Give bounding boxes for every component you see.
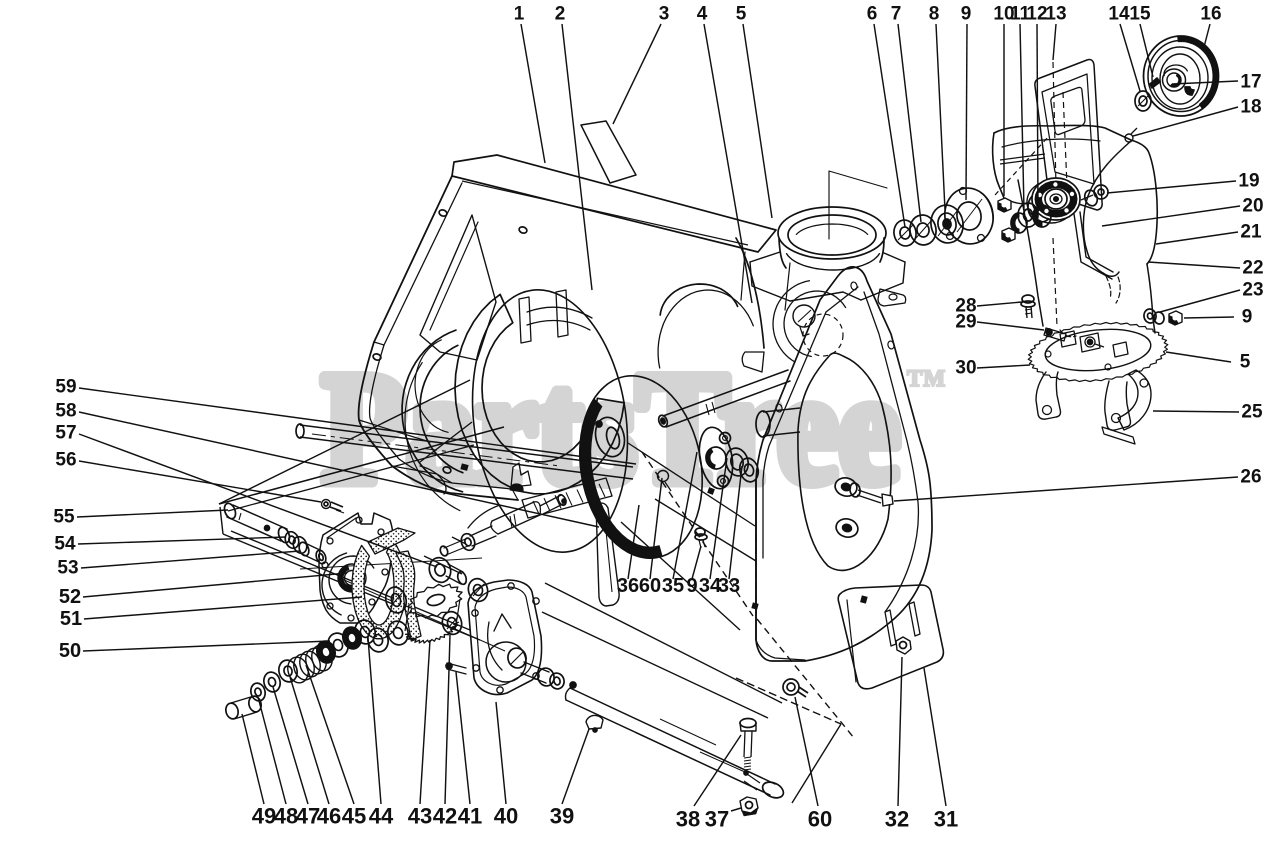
svg-text:46: 46 <box>317 804 341 829</box>
svg-text:30: 30 <box>955 358 976 379</box>
svg-text:32: 32 <box>885 807 909 832</box>
svg-text:23: 23 <box>1242 280 1263 301</box>
svg-text:34: 34 <box>699 575 722 597</box>
svg-text:45: 45 <box>342 804 366 829</box>
svg-text:9: 9 <box>686 575 697 597</box>
svg-text:35: 35 <box>662 575 684 597</box>
svg-text:60: 60 <box>639 575 661 597</box>
svg-text:57: 57 <box>55 423 76 444</box>
svg-text:3: 3 <box>659 4 670 25</box>
svg-text:5: 5 <box>736 4 747 25</box>
svg-text:31: 31 <box>934 807 958 832</box>
svg-text:36: 36 <box>617 575 639 597</box>
svg-text:19: 19 <box>1238 171 1259 192</box>
svg-text:9: 9 <box>1242 307 1253 328</box>
svg-text:47: 47 <box>296 804 320 829</box>
svg-text:13: 13 <box>1045 4 1066 25</box>
svg-text:12: 12 <box>1026 4 1047 25</box>
svg-text:40: 40 <box>494 804 518 829</box>
svg-text:51: 51 <box>60 608 82 630</box>
svg-text:1: 1 <box>514 4 525 25</box>
svg-text:11: 11 <box>1010 4 1031 25</box>
svg-text:52: 52 <box>59 586 81 608</box>
svg-text:7: 7 <box>891 4 902 25</box>
svg-text:16: 16 <box>1200 4 1221 25</box>
svg-text:55: 55 <box>53 507 75 528</box>
svg-text:6: 6 <box>867 4 878 25</box>
svg-text:29: 29 <box>955 312 976 333</box>
svg-text:33: 33 <box>718 575 740 597</box>
svg-text:50: 50 <box>59 640 81 662</box>
svg-text:PartsTree: PartsTree <box>322 341 900 516</box>
svg-text:14: 14 <box>1108 4 1130 25</box>
svg-text:TM: TM <box>907 366 946 391</box>
svg-text:38: 38 <box>676 807 700 832</box>
svg-text:56: 56 <box>55 450 76 471</box>
svg-text:2: 2 <box>555 4 566 25</box>
svg-text:58: 58 <box>55 401 76 422</box>
svg-text:43: 43 <box>408 804 432 829</box>
svg-text:10: 10 <box>993 4 1014 25</box>
svg-text:42: 42 <box>433 804 457 829</box>
svg-text:18: 18 <box>1240 97 1261 118</box>
svg-text:9: 9 <box>961 4 972 25</box>
svg-text:48: 48 <box>274 804 298 829</box>
svg-text:37: 37 <box>705 807 729 832</box>
svg-text:25: 25 <box>1241 402 1263 423</box>
svg-text:49: 49 <box>252 804 276 829</box>
svg-text:41: 41 <box>458 804 482 829</box>
svg-text:15: 15 <box>1129 4 1151 25</box>
svg-text:44: 44 <box>369 804 394 829</box>
svg-text:59: 59 <box>55 377 76 398</box>
svg-text:17: 17 <box>1240 72 1261 93</box>
svg-text:53: 53 <box>57 558 78 579</box>
svg-text:28: 28 <box>955 296 976 317</box>
svg-text:26: 26 <box>1240 467 1261 488</box>
svg-text:54: 54 <box>54 534 76 555</box>
svg-text:21: 21 <box>1240 222 1262 243</box>
svg-text:5: 5 <box>1240 352 1251 373</box>
svg-text:4: 4 <box>697 4 708 25</box>
svg-text:39: 39 <box>550 804 574 829</box>
svg-text:60: 60 <box>808 807 832 832</box>
svg-text:22: 22 <box>1242 258 1263 279</box>
svg-text:8: 8 <box>929 4 940 25</box>
svg-text:20: 20 <box>1242 196 1263 217</box>
